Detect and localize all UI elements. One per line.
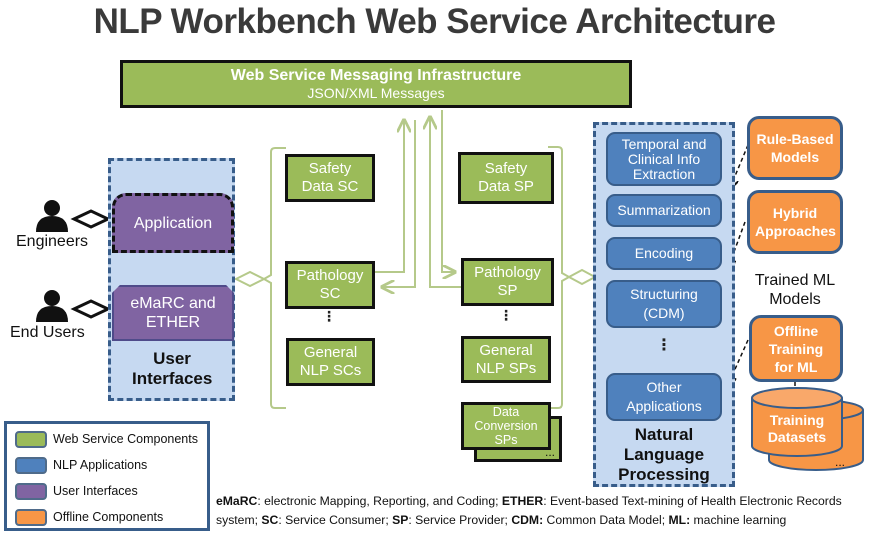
page-title: NLP Workbench Web Service Architecture bbox=[93, 2, 776, 41]
sc-bracket bbox=[261, 147, 286, 409]
sp-to-infra-arrow bbox=[430, 117, 461, 288]
legend-item-nlp: NLP Applications bbox=[15, 455, 147, 475]
sp-data-conversion[interactable]: Data Conversion SPs bbox=[461, 402, 551, 450]
nlp-encoding-label: Encoding bbox=[634, 245, 694, 261]
infra-to-sp-arrow bbox=[441, 110, 455, 272]
ui-emarc-ether[interactable]: eMaRC and ETHER bbox=[112, 285, 234, 341]
nlp-structuring[interactable]: Structuring (CDM) bbox=[606, 280, 722, 328]
sc-vertical-ellipsis: ⋮ bbox=[322, 308, 336, 324]
infrastructure-title: Web Service Messaging Infrastructure bbox=[230, 67, 522, 84]
trained-ml-models-label: Trained ML Models bbox=[754, 272, 836, 308]
legend-swatch bbox=[15, 430, 47, 448]
nlp-temporal-extraction[interactable]: Temporal and Clinical Info Extraction bbox=[606, 132, 722, 186]
engineer-person-icon bbox=[36, 200, 68, 232]
sp-data-conversion-more: ... bbox=[544, 445, 555, 459]
sp-safety-data[interactable]: Safety Data SP bbox=[458, 152, 554, 204]
footnote: eMaRC: electronic Mapping, Reporting, an… bbox=[216, 494, 842, 527]
nlp-summarization[interactable]: Summarization bbox=[606, 194, 722, 227]
legend-item-ui: User Interfaces bbox=[15, 481, 138, 501]
nlp-vertical-ellipsis: ⋮ bbox=[656, 337, 672, 354]
offline-training-label: Offline Training for ML bbox=[768, 322, 824, 375]
enduser-person-icon bbox=[36, 290, 68, 322]
offline-training-arrow bbox=[728, 339, 749, 385]
actor-engineers-label: Engineers bbox=[16, 233, 89, 250]
nlp-encoding[interactable]: Encoding bbox=[606, 237, 722, 270]
offline-training-for-ml[interactable]: Offline Training for ML bbox=[749, 315, 843, 382]
offline-rule-based-models[interactable]: Rule-Based Models bbox=[747, 116, 843, 180]
infrastructure-subtitle: JSON/XML Messages bbox=[307, 85, 445, 101]
actor-end-users-label: End Users bbox=[10, 324, 85, 341]
ui-application-label: Application bbox=[133, 214, 213, 232]
nlp-structuring-label: Structuring (CDM) bbox=[630, 286, 698, 321]
sc-pathology[interactable]: Pathology SC bbox=[285, 261, 375, 309]
hybrid-label: Hybrid Approaches bbox=[755, 205, 836, 239]
user-interfaces-label: User Interfaces bbox=[132, 349, 213, 388]
sp-safety-data-label: Safety Data SP bbox=[478, 160, 534, 195]
sc-general-nlp[interactable]: General NLP SCs bbox=[286, 338, 375, 386]
sp-general-nlp[interactable]: General NLP SPs bbox=[461, 336, 551, 383]
sp-pathology[interactable]: Pathology SP bbox=[461, 258, 554, 306]
sc-to-infra-arrow bbox=[374, 120, 404, 273]
legend-swatch bbox=[15, 456, 47, 474]
endusers-diamond bbox=[70, 299, 112, 319]
ui-diamond bbox=[233, 270, 267, 288]
training-datasets-cylinder-icon bbox=[751, 387, 864, 471]
training-datasets-more: ... bbox=[835, 455, 846, 469]
sp-general-nlp-label: General NLP SPs bbox=[475, 341, 537, 377]
sp-vertical-ellipsis: ⋮ bbox=[499, 307, 513, 323]
nlp-panel-label: Natural Language Processing bbox=[618, 425, 710, 484]
sc-safety-data-label: Safety Data SC bbox=[301, 160, 359, 195]
offline-hybrid-approaches[interactable]: Hybrid Approaches bbox=[747, 190, 843, 254]
nlp-other-applications[interactable]: Other Applications bbox=[606, 373, 722, 421]
hybrid-arrow bbox=[728, 221, 746, 268]
nlp-temporal-label: Temporal and Clinical Info Extraction bbox=[621, 135, 707, 182]
messaging-infrastructure: Web Service Messaging Infrastructure JSO… bbox=[120, 60, 632, 108]
nlp-other-label: Other Applications bbox=[626, 379, 702, 414]
legend: Web Service Components NLP Applications … bbox=[4, 421, 210, 531]
legend-swatch bbox=[15, 482, 47, 500]
rule-based-label: Rule-Based Models bbox=[756, 131, 834, 165]
legend-item-offline: Offline Components bbox=[15, 507, 163, 527]
sp-data-conversion-label: Data Conversion SPs bbox=[474, 405, 538, 447]
legend-swatch bbox=[15, 508, 47, 526]
sp-pathology-label: Pathology SP bbox=[474, 264, 541, 299]
sc-safety-data[interactable]: Safety Data SC bbox=[285, 154, 375, 202]
ui-application[interactable]: Application bbox=[112, 193, 234, 253]
sc-general-nlp-label: General NLP SCs bbox=[299, 344, 362, 379]
infra-to-sc-arrow bbox=[382, 120, 416, 287]
sc-pathology-label: Pathology SC bbox=[296, 267, 364, 302]
ui-emarc-label: eMaRC and ETHER bbox=[130, 295, 216, 331]
nlp-summarization-label: Summarization bbox=[617, 202, 711, 218]
nlp-diamond bbox=[566, 268, 598, 286]
training-datasets-label: Training Datasets bbox=[767, 412, 827, 445]
engineers-diamond bbox=[70, 209, 112, 229]
training-datasets[interactable]: Training Datasets bbox=[752, 411, 842, 447]
legend-item-web-service: Web Service Components bbox=[15, 429, 198, 449]
